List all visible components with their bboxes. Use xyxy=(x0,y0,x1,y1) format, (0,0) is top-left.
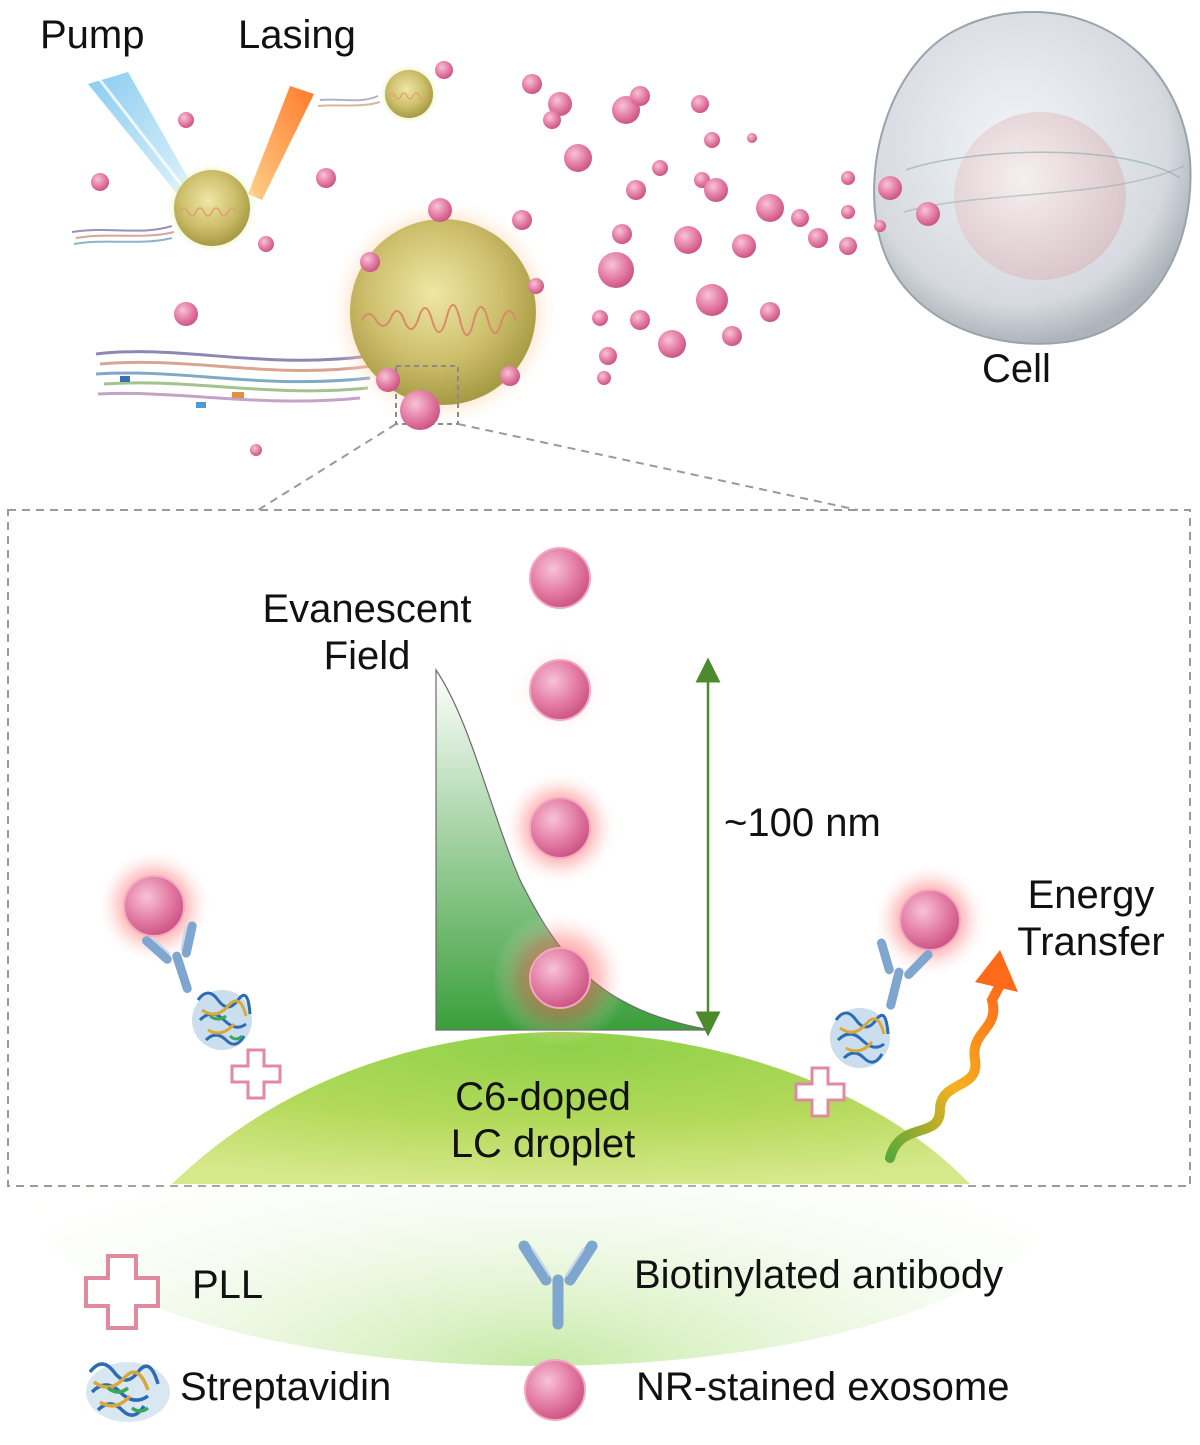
exosome-13 xyxy=(626,180,646,200)
evanescent-field-label-line2: Field xyxy=(323,634,411,679)
whispering-gallery-mode-wave xyxy=(361,304,517,336)
cell-label: Cell xyxy=(982,347,1051,391)
exosome-18 xyxy=(791,209,809,227)
exosome-45 xyxy=(500,366,520,386)
approaching-exosomes xyxy=(492,547,628,1046)
exosome-14 xyxy=(652,160,668,176)
droplet-label-line1: C6-doped xyxy=(455,1075,631,1119)
exosome-46 xyxy=(400,390,440,430)
pll-right xyxy=(794,1066,846,1118)
exosome-16 xyxy=(704,178,728,202)
exosome-3 xyxy=(435,61,453,79)
exosome-4 xyxy=(522,74,542,94)
approaching-exosome-3 xyxy=(502,770,618,886)
exosome-42 xyxy=(512,210,532,230)
exosome-6 xyxy=(543,111,561,129)
exosome-12 xyxy=(564,144,592,172)
exosome-33 xyxy=(658,330,686,358)
exosome-10 xyxy=(704,132,720,148)
exosome-48 xyxy=(916,202,940,226)
exosome-30 xyxy=(592,310,608,326)
approaching-exosome-2 xyxy=(512,642,608,738)
exosome-11 xyxy=(747,133,757,143)
evanescent-field-label-line1: Evanescent xyxy=(262,587,472,631)
lc-droplet-surface xyxy=(172,1032,970,1184)
left-binding-complex xyxy=(96,848,282,1100)
approaching-exosome-4 xyxy=(492,910,628,1046)
exosome-21 xyxy=(874,220,886,232)
exosome-20 xyxy=(841,205,855,219)
droplet-label: C6-doped LC droplet xyxy=(398,1074,688,1168)
exosome-35 xyxy=(597,371,611,385)
exosome-47 xyxy=(878,176,902,200)
lasing-beam xyxy=(248,86,314,200)
exosome-17 xyxy=(756,194,784,222)
zoom-panel-frame xyxy=(7,509,1191,1187)
streptavidin-right xyxy=(830,1008,890,1068)
cell xyxy=(873,10,1192,345)
exosome-9 xyxy=(691,95,709,113)
legend-label-pll: PLL xyxy=(192,1263,264,1307)
legend-label-streptavidin: Streptavidin xyxy=(180,1365,392,1409)
exosome-34 xyxy=(722,326,742,346)
pump-label: Pump xyxy=(40,13,145,57)
zoom-box xyxy=(395,365,459,425)
exosome-28 xyxy=(696,284,728,316)
exosome-2 xyxy=(178,112,194,128)
exosome-29 xyxy=(760,302,780,322)
antibody-left xyxy=(142,921,197,994)
right-binding-complex xyxy=(794,862,1018,1163)
fiber-bundle-small xyxy=(71,95,381,245)
exosome-41 xyxy=(360,252,380,272)
exosome-24 xyxy=(674,226,702,254)
approaching-exosome-1 xyxy=(529,547,591,609)
evanescent-field-label: Evanescent Field xyxy=(222,586,512,680)
exosome-31 xyxy=(630,310,650,330)
exosome-38 xyxy=(174,302,198,326)
lasing-label: Lasing xyxy=(238,13,356,57)
streptavidin-protein-icon xyxy=(86,1362,170,1422)
exosome-27 xyxy=(839,237,857,255)
cell-nucleus xyxy=(954,112,1126,280)
legend-label-exosome: NR-stained exosome xyxy=(636,1365,1010,1409)
lc-droplet-large xyxy=(350,219,536,405)
exosome-5 xyxy=(548,92,572,116)
exosome-8 xyxy=(630,86,650,106)
exosome-40 xyxy=(428,198,452,222)
exosome-19 xyxy=(841,171,855,185)
antibody-right xyxy=(876,938,933,1010)
exosome-23 xyxy=(598,252,634,288)
exosome-37 xyxy=(258,236,274,252)
energy-transfer-wave xyxy=(885,980,1005,1163)
distance-label: ~100 nm xyxy=(724,801,881,845)
legend-label-antibody: Biotinylated antibody xyxy=(634,1253,1004,1297)
energy-transfer-label-line1: Energy xyxy=(1027,873,1155,917)
energy-transfer-label: Energy Transfer xyxy=(986,872,1196,966)
pll-cross-icon xyxy=(84,1254,160,1330)
exosome-25 xyxy=(732,234,756,258)
exosome-cloud xyxy=(91,61,940,456)
pll-left xyxy=(230,1048,282,1100)
antibody-y-icon xyxy=(518,1240,598,1330)
fiber-bundle-large xyxy=(95,350,373,408)
exosome-1 xyxy=(91,173,109,191)
exosome-26 xyxy=(808,228,828,248)
energy-transfer-arrowhead xyxy=(975,950,1018,992)
exosome-32 xyxy=(599,347,617,365)
energy-transfer-label-line2: Transfer xyxy=(1017,920,1165,965)
exosome-43 xyxy=(528,278,544,294)
exosome-36 xyxy=(316,168,336,188)
exosome-icon xyxy=(524,1359,586,1421)
droplet-label-line2: LC droplet xyxy=(450,1122,636,1167)
exosome-44 xyxy=(376,368,400,392)
streptavidin-left xyxy=(192,990,252,1050)
exosome-39 xyxy=(250,444,262,456)
exosome-22 xyxy=(612,224,632,244)
